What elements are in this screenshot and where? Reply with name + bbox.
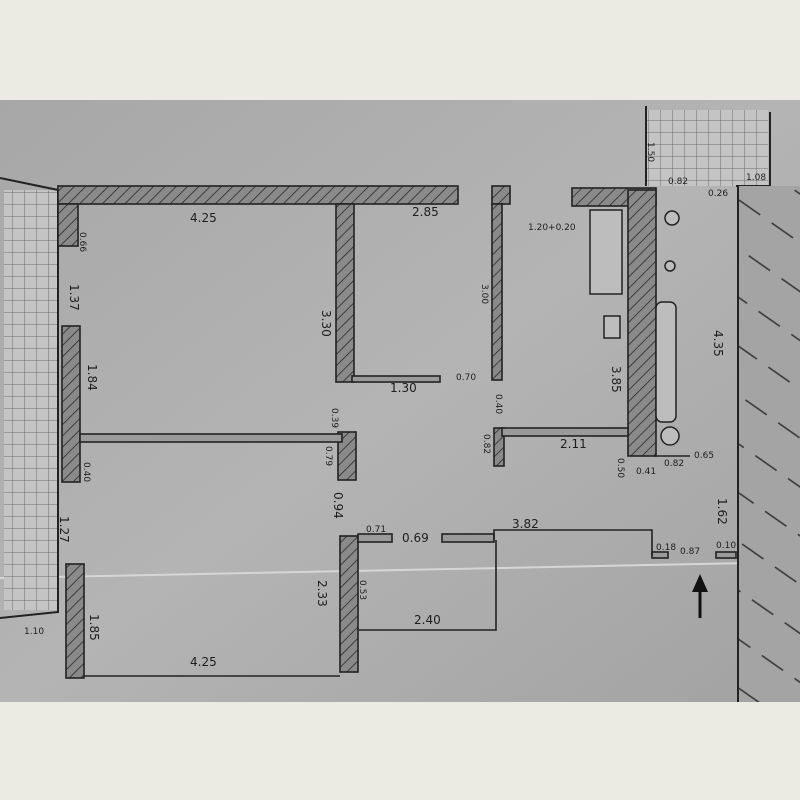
kitchen-unit [589,209,623,295]
dim-mid-gap: 0.70 [456,373,476,383]
toilet [664,260,676,272]
dim-mid-wall: 3.00 [479,284,489,304]
wall-left-lower [65,563,85,679]
dim-bath-door: 0.82 [664,459,684,469]
dim-partition-stub: 0.79 [323,446,333,466]
neighbor-zone [738,186,800,702]
dim-bath-dims: 1.20+0.20 [528,223,576,233]
dim-bath-wall: 3.85 [609,366,623,393]
dim-lower-ledge: 2.40 [414,613,441,627]
dim-left-bottom: 1.10 [24,627,44,637]
stove [603,315,621,339]
partition-stub [337,431,357,481]
dim-bottom-right-end: 0.10 [716,541,736,551]
dim-partition-upper: 3.30 [319,310,333,337]
dim-left-gap-lower: 1.27 [57,516,71,543]
dim-bottom-right-gap: 0.87 [680,547,700,557]
dim-left-wall-mid: 1.84 [85,364,99,391]
entrance-arrow [692,574,708,618]
dim-left-gap-upper: 1.37 [67,284,81,311]
dim-balcony-door: 0.82 [668,177,688,187]
dim-left-upper-wall: 0.66 [77,232,87,252]
bathroom-fixtures [589,209,680,446]
dim-lower-gap: 0.53 [357,580,367,600]
dim-left-wall-lower: 1.85 [87,614,101,641]
dim-bottom-wall: 4.25 [190,655,217,669]
dim-balcony-gap: 0.26 [708,189,728,199]
dim-balcony-depth: 1.50 [645,142,655,162]
wall-bath [627,189,657,457]
dim-bottom-stub-right: 0.18 [656,543,676,553]
wall-left-mid [61,325,81,483]
dim-right-gap: 0.65 [694,451,714,461]
dim-partition-short: 1.30 [390,381,417,395]
dim-balcony-width: 1.08 [746,173,766,183]
partition-upper [335,203,355,383]
dim-top-wall-mid: 2.85 [412,205,439,219]
sink [664,210,680,226]
paper-fold [0,561,800,579]
wall-mid-stub [493,427,505,467]
dim-partition-gap: 0.39 [329,408,339,428]
dim-mid-gap-2: 0.40 [493,394,503,414]
wall-lower-left [339,535,359,673]
balcony-tiles-top [646,110,768,186]
dim-bath-partition: 2.11 [560,437,587,451]
balcony-tiles [4,190,58,610]
walls [57,185,657,679]
dim-partition-lower: 0.94 [331,492,345,519]
wall-left-upper [57,203,79,247]
wall-mid-vertical [491,203,503,381]
dim-bottom-door: 0.69 [402,531,429,545]
bathtub [655,301,677,423]
basin [660,426,680,446]
dim-bath-gap: 0.50 [615,458,625,478]
dim-right-lower: 1.62 [715,498,729,525]
dim-lower-wall: 2.33 [315,580,329,607]
dim-bottom-stub-left: 0.71 [366,525,386,535]
thin-partitions [79,375,737,559]
dim-top-wall-left: 4.25 [190,211,217,225]
dim-right-wall: 4.35 [711,330,725,357]
dim-left-gap-mid: 0.40 [81,462,91,482]
wall-top-left [57,185,459,205]
dim-mid-stub: 0.82 [481,434,491,454]
outline-lines [84,455,690,677]
wall-top-mid [491,185,511,205]
dim-bath-stub: 0.41 [636,467,656,477]
dim-bottom-run: 3.82 [512,517,539,531]
